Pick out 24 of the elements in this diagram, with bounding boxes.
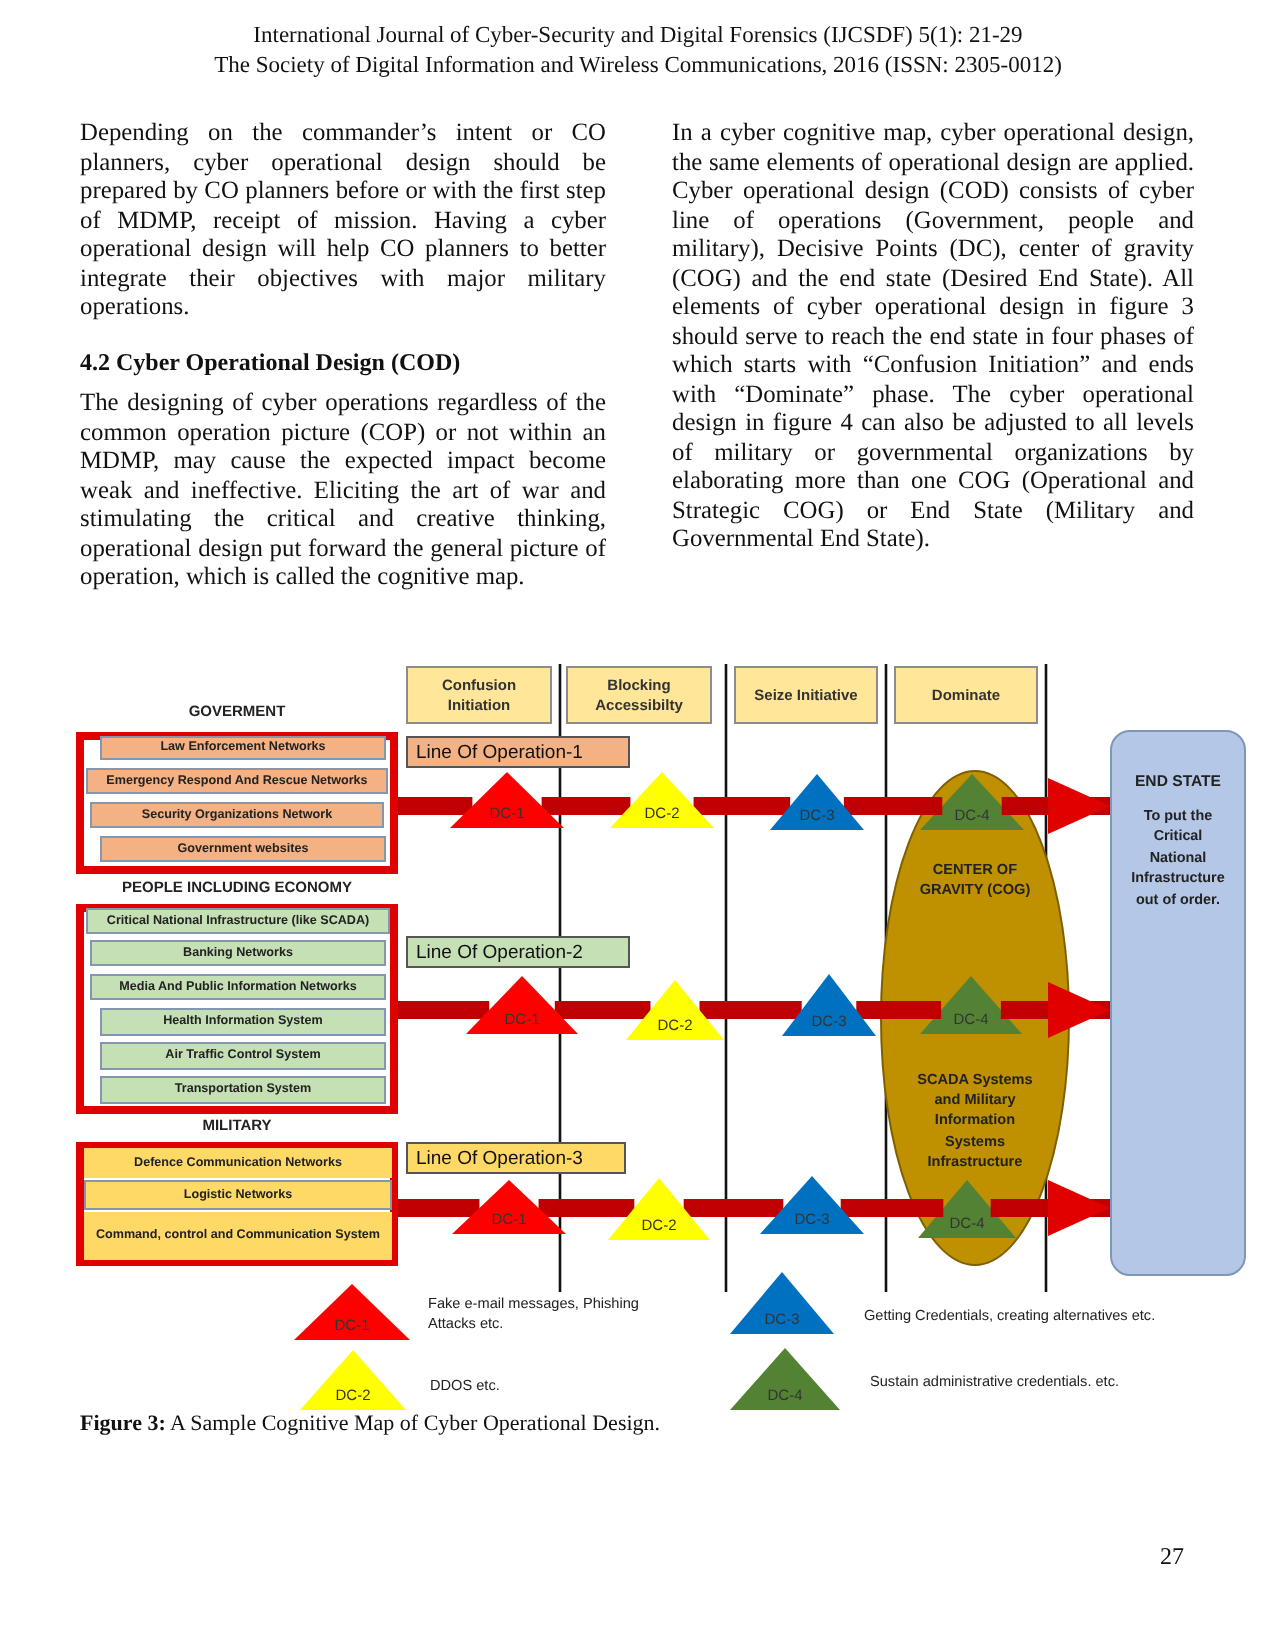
body-paragraph: Depending on the commander’s intent or CO planners, cyber operational design should be prepared by CO planners before or with the first step of MDMP, receipt of mission. Having a cyber operational design will help CO planners to better integrate their objectives with major military operations. [80, 118, 606, 321]
running-header: The Society of Digital Information and Wireless Communications, 2016 (ISSN: 2305-0012) [212, 54, 1064, 78]
connector-band [398, 797, 473, 815]
body-paragraph: The designing of cyber operations regardless of the common operation picture (COP) or not within an MDMP, may cause the expected impact become weak and ineffective. Eliciting the art of war and stimulating the critical and creative thinking, operational design put forward the general picture of operation, which is called the cognitive map. [80, 388, 606, 591]
connector-band [856, 1001, 942, 1019]
connector-band [398, 1199, 480, 1217]
center-of-gravity-ellipse [880, 770, 1070, 1266]
connector-band [693, 797, 791, 815]
connector-band [541, 797, 631, 815]
line-of-operation-box: Line Of Operation-3 [406, 1142, 626, 1174]
body-paragraph: In a cyber cognitive map, cyber operational design, the same elements of operational design are applied. Cyber operational design (COD) consists of cyber line of operations (Government, people and military), Decisive Points (DC), center of gravity (COG) and the end state (Desired End State). All elements of cyber operational design in figure 3 should serve to reach the end state in four phases of which starts with “Confusion Initiation” and ends with “Dominate” phase. The cyber operational design in figure 4 can also be adjusted to all levels of military or governmental organizations by elaborating more than one COG (Operational and Strategic COG) or End State (Military and Governmental End State). [672, 118, 1194, 553]
connector-band [683, 1199, 784, 1217]
arrow [1000, 982, 1110, 1038]
page-number: 27 [1160, 1542, 1184, 1572]
connector-band [554, 1001, 651, 1019]
running-header: International Journal of Cyber-Security and Digital Forensics (IJCSDF) 5(1): 21-29 [251, 24, 1025, 48]
line-of-operation-box: Line Of Operation-2 [406, 936, 630, 968]
connector-band [538, 1199, 635, 1217]
section-heading: 4.2 Cyber Operational Design (COD) [80, 348, 461, 378]
figure-caption: Figure 3: A Sample Cognitive Map of Cyber Operational Design. [80, 1412, 661, 1436]
line-of-operation-box: Line Of Operation-1 [406, 736, 630, 768]
connector-band [398, 1001, 490, 1019]
connector-band [699, 1001, 802, 1019]
end-state-panel [1110, 730, 1246, 1276]
